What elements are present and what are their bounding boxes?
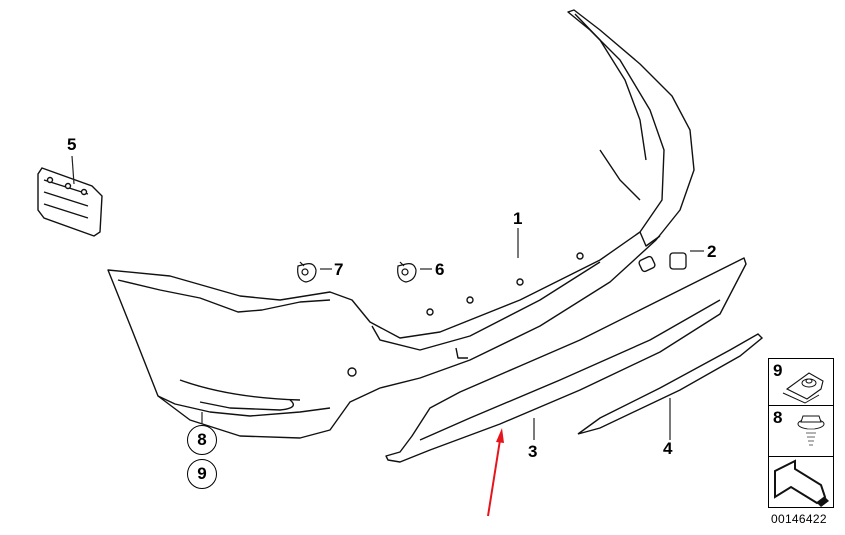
part-callout-7[interactable]: 7 xyxy=(334,260,344,279)
direction-arrow-icon xyxy=(774,459,829,507)
part-callout-4[interactable]: 4 xyxy=(663,439,673,458)
circled-callout-8[interactable]: 8 xyxy=(187,425,217,455)
part-callout-6[interactable]: 6 xyxy=(435,260,445,279)
screw-icon xyxy=(797,415,825,446)
legend-item-clip-nut[interactable]: 9 xyxy=(768,358,834,406)
clip-7-drawing xyxy=(297,261,317,283)
legend-item-screw[interactable]: 8 xyxy=(768,405,834,457)
highlight-arrow xyxy=(487,428,504,517)
part-callout-2[interactable]: 2 xyxy=(707,242,717,261)
diagram-id: 00146422 xyxy=(771,512,827,526)
rear-bumper-drawing xyxy=(107,9,695,439)
part-callout-3[interactable]: 3 xyxy=(528,442,538,461)
trim-strip-drawing xyxy=(577,333,764,435)
clip-6-drawing xyxy=(397,261,417,283)
part-callout-5[interactable]: 5 xyxy=(67,135,77,154)
circled-callout-9[interactable]: 9 xyxy=(187,459,217,489)
bracket-drawing xyxy=(37,167,103,237)
clip-nut-icon xyxy=(782,372,824,404)
part-callout-1[interactable]: 1 xyxy=(513,209,523,228)
lower-trim-drawing xyxy=(385,257,747,463)
leader-lines xyxy=(71,155,704,440)
cap-drawing xyxy=(669,252,687,270)
legend-number: 9 xyxy=(773,361,783,380)
legend-number: 8 xyxy=(773,408,783,427)
legend-item-direction[interactable] xyxy=(768,456,834,508)
